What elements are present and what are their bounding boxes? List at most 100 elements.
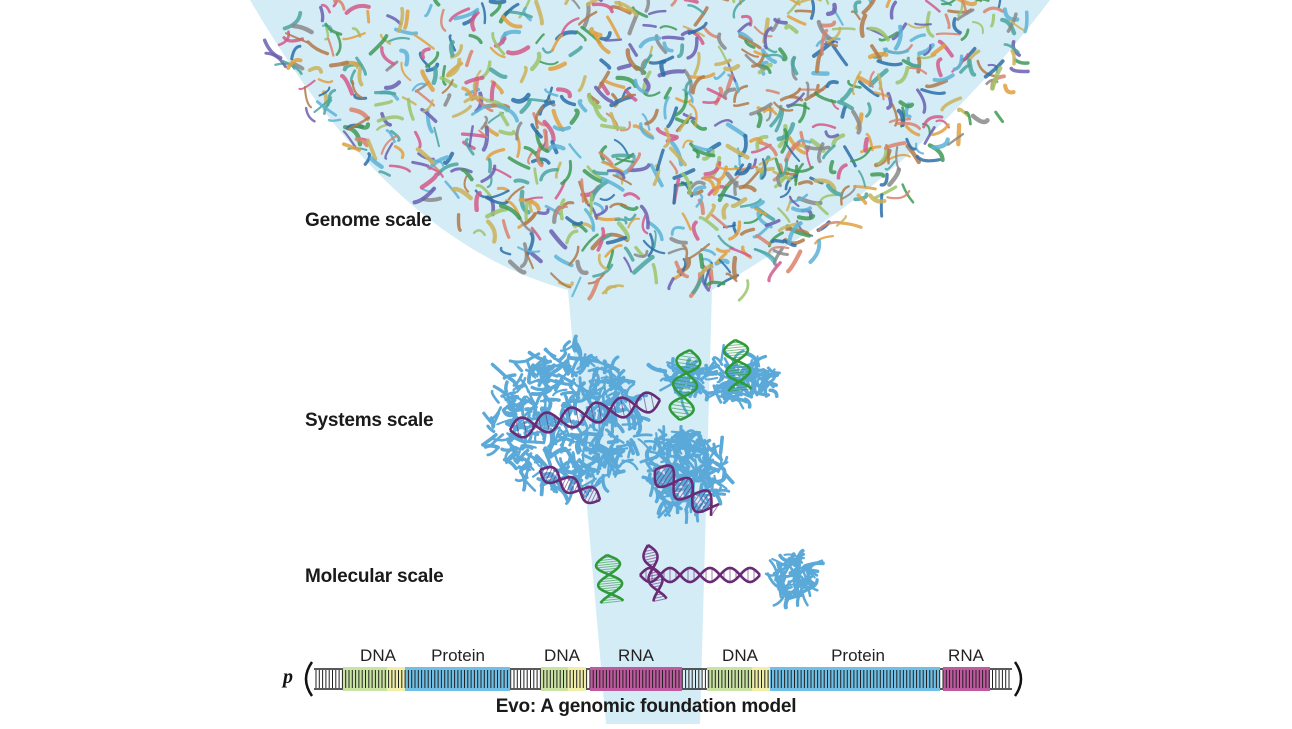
protein-fragment (805, 563, 823, 566)
protein-fragment (515, 363, 521, 370)
protein-fragment (493, 439, 506, 440)
protein-fragment (788, 252, 800, 272)
protein-fragment (917, 157, 939, 161)
protein-fragment (532, 387, 545, 389)
protein-fragment (544, 435, 545, 443)
protein-fragment (329, 120, 340, 121)
protein-fragment (792, 554, 794, 565)
protein-fragment (876, 187, 896, 197)
protein-fragment (663, 37, 683, 38)
protein-fragment (807, 83, 808, 97)
protein-fragment (793, 208, 810, 210)
protein-fragment (491, 1, 504, 2)
protein-fragment (799, 216, 813, 218)
segment-label-dna: DNA (360, 646, 396, 666)
protein-fragment (555, 127, 570, 129)
protein-fragment (739, 281, 748, 301)
protein-fragment (549, 434, 552, 446)
protein-fragment (866, 139, 867, 150)
protein-fragment (634, 435, 651, 437)
protein-fragment (368, 11, 369, 22)
genome-scale-label: Genome scale (305, 210, 431, 232)
protein-fragment (686, 509, 687, 522)
protein-fragment (504, 375, 514, 378)
protein-fragment (359, 65, 361, 84)
segment-label-protein: Protein (431, 646, 485, 666)
protein-fragment (715, 490, 729, 492)
helix-rung (725, 351, 748, 353)
protein-fragment (644, 25, 656, 27)
protein-fragment (948, 134, 963, 145)
protein-fragment (546, 349, 555, 359)
protein-fragment (937, 34, 960, 35)
protein-fragment (755, 366, 757, 379)
protein-fragment (738, 388, 739, 401)
protein-fragment (1025, 12, 1027, 31)
protein-fragment (306, 108, 314, 121)
protein-fragment (833, 29, 854, 30)
protein-fragment (541, 400, 554, 401)
protein-fragment (570, 358, 588, 359)
protein-fragment (493, 365, 506, 377)
protein-fragment (773, 241, 783, 242)
protein-fragment (782, 582, 784, 591)
protein-fragment (584, 433, 602, 435)
protein-fragment (574, 336, 576, 350)
segment-label-rna: RNA (948, 646, 984, 666)
protein-fragment (786, 593, 787, 601)
protein-fragment (915, 24, 931, 25)
protein-fragment (807, 571, 808, 579)
protein-fragment (803, 595, 807, 606)
protein-fragment (515, 180, 527, 182)
protein-fragment (958, 125, 959, 144)
protein-fragment (619, 66, 630, 69)
protein-fragment (500, 131, 513, 133)
probability-symbol: p (283, 666, 293, 689)
segment-label-dna: DNA (722, 646, 758, 666)
protein-fragment (686, 452, 688, 464)
protein-fragment (490, 160, 491, 172)
protein-fragment (770, 390, 777, 396)
protein-fragment (701, 255, 703, 267)
protein-fragment (872, 174, 883, 176)
protein-fragment (634, 417, 635, 428)
protein-fragment (1012, 51, 1014, 64)
protein-fragment (568, 372, 576, 374)
protein-fragment (506, 382, 507, 391)
protein-fragment (755, 384, 758, 395)
protein-fragment (996, 112, 1003, 122)
protein-fragment (525, 480, 535, 490)
protein-fragment (686, 0, 697, 2)
protein-fragment (459, 215, 461, 231)
protein-fragment (577, 443, 578, 452)
protein-fragment (796, 11, 812, 12)
protein-fragment (608, 462, 609, 477)
protein-fragment (734, 258, 735, 277)
systems-scale-label: Systems scale (305, 410, 433, 432)
protein-fragment (434, 68, 436, 83)
protein-fragment (451, 42, 453, 55)
protein-fragment (1005, 86, 1013, 93)
protein-fragment (638, 422, 640, 434)
protein-fragment (840, 223, 862, 227)
protein-fragment (807, 147, 829, 149)
close-paren (1015, 662, 1021, 696)
protein-fragment (486, 446, 498, 448)
open-paren (306, 662, 312, 696)
molecular-scale-label: Molecular scale (305, 566, 444, 588)
protein-fragment (656, 488, 658, 501)
protein-fragment (889, 169, 898, 184)
protein-fragment (759, 114, 761, 126)
protein-fragment (582, 180, 583, 202)
caption: Evo: A genomic foundation model (496, 696, 797, 718)
protein-fragment (770, 561, 776, 572)
segment-protein (770, 667, 940, 691)
protein-fragment (492, 83, 494, 99)
segment-label-rna: RNA (618, 646, 654, 666)
protein-fragment (526, 200, 527, 219)
protein-fragment (721, 437, 723, 452)
protein-fragment (591, 194, 592, 213)
protein-fragment (799, 182, 811, 184)
